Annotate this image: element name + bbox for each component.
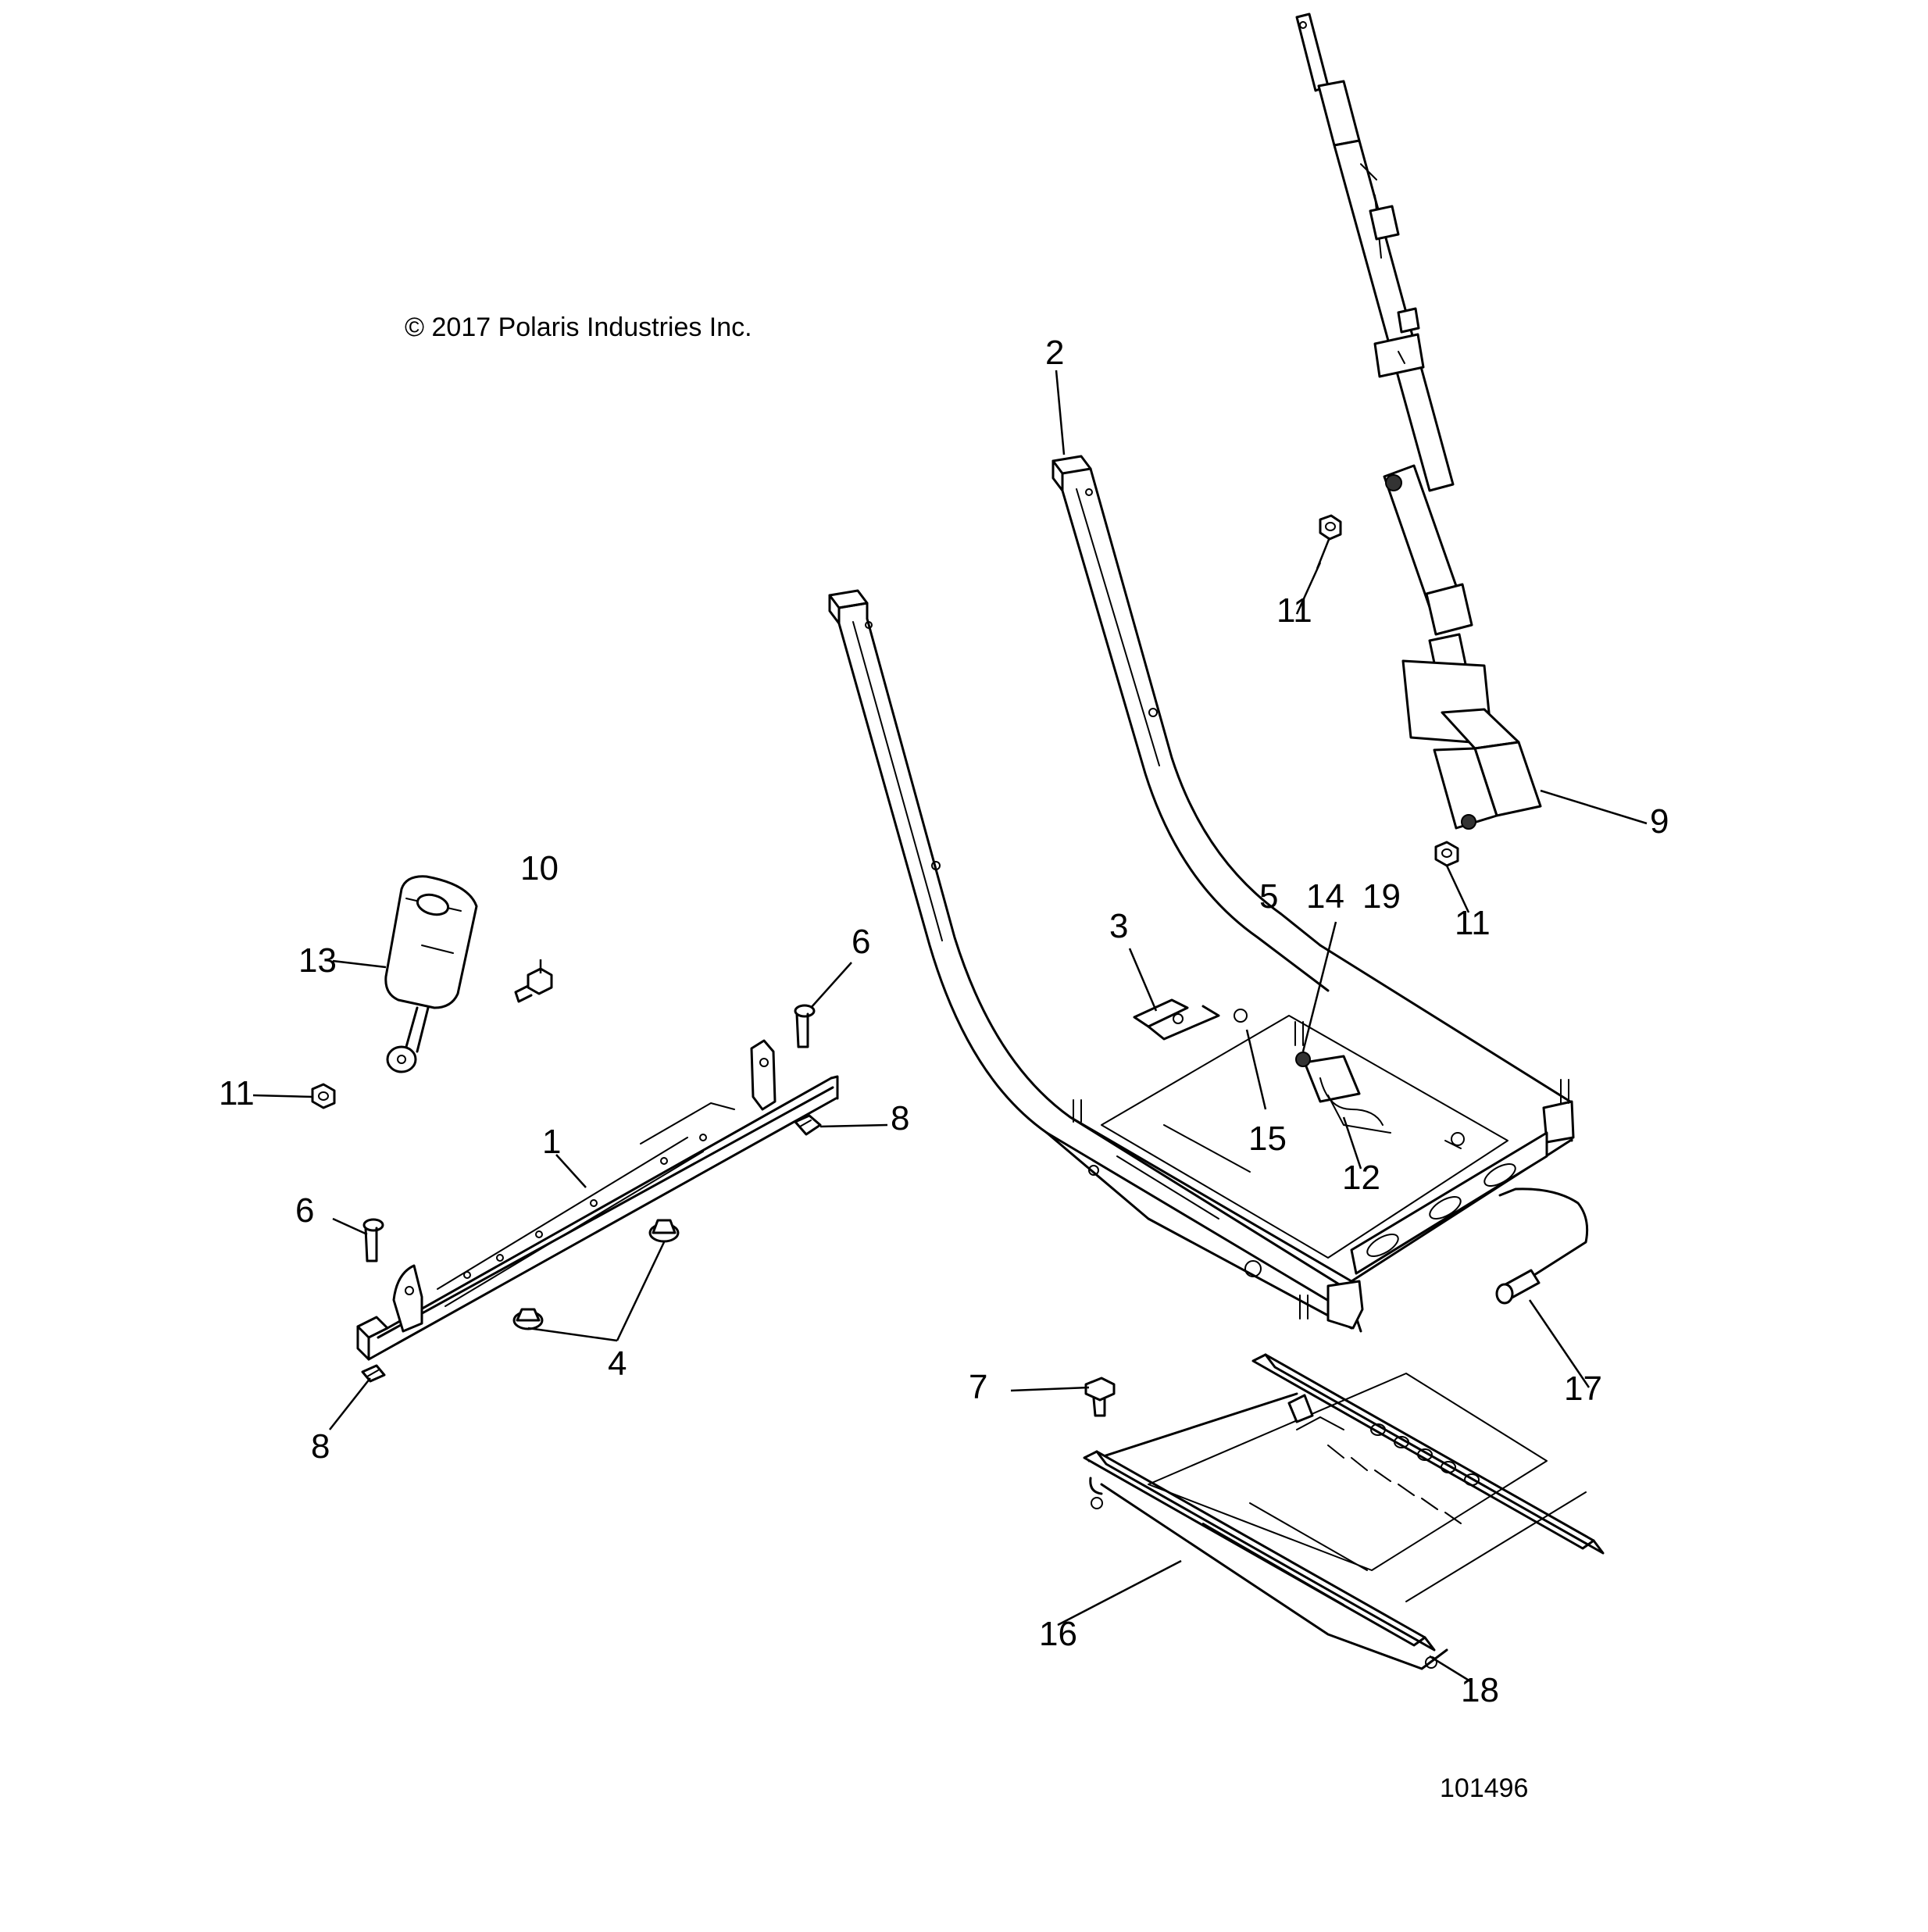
- cross-tube: [356, 1039, 839, 1361]
- callout-2: 2: [1045, 334, 1064, 372]
- nut-11-left: [311, 1083, 336, 1109]
- seat-frame: [828, 455, 1575, 1333]
- callout-18: 18: [1461, 1671, 1499, 1709]
- callout-6-upper: 6: [852, 923, 870, 961]
- nut-11-upper: [1319, 514, 1342, 541]
- nut-11-lower-right: [1434, 841, 1459, 867]
- callout-6-lower: 6: [295, 1191, 314, 1230]
- callout-11-lower-right: 11: [1455, 904, 1491, 942]
- copyright-text: © 2017 Polaris Industries Inc.: [405, 312, 752, 342]
- callout-11-left: 11: [219, 1074, 255, 1112]
- buckle-13: [384, 875, 478, 1073]
- callout-16: 16: [1039, 1615, 1077, 1653]
- hinge-bracket-3: [1133, 998, 1248, 1041]
- callout-10: 10: [520, 849, 559, 887]
- seat-belt-assembly: [1295, 12, 1542, 830]
- figure-number: 101496: [1440, 1773, 1528, 1803]
- callout-7: 7: [969, 1368, 987, 1406]
- callout-8-right: 8: [891, 1099, 909, 1137]
- bolt-7: [1084, 1377, 1116, 1417]
- clip-8-lower: [361, 1364, 386, 1383]
- callout-13: 13: [298, 941, 337, 980]
- callout-14: 14: [1306, 877, 1344, 916]
- bolt-6-lower: [362, 1218, 384, 1262]
- seat-slider: [1083, 1353, 1605, 1670]
- nut-4-left: [512, 1308, 544, 1330]
- callout-15: 15: [1248, 1120, 1287, 1158]
- callout-8-lower: 8: [311, 1427, 330, 1466]
- callout-4: 4: [608, 1345, 627, 1383]
- callout-11-upper: 11: [1276, 591, 1312, 630]
- callout-19: 19: [1362, 877, 1401, 916]
- latch-mechanism: [1295, 1052, 1465, 1149]
- callout-3: 3: [1109, 907, 1128, 945]
- clip-8-right: [794, 1114, 822, 1136]
- release-handle-17: [1495, 1187, 1589, 1305]
- callout-5: 5: [1259, 877, 1278, 916]
- callout-17: 17: [1564, 1370, 1602, 1408]
- leader-lines: [252, 370, 1648, 1683]
- nut-4-right: [648, 1219, 680, 1243]
- bolt-6-upper: [794, 1004, 816, 1048]
- callout-12: 12: [1342, 1159, 1380, 1197]
- bolt-10: [514, 967, 553, 1003]
- callout-1: 1: [542, 1123, 561, 1161]
- callout-9: 9: [1650, 802, 1669, 841]
